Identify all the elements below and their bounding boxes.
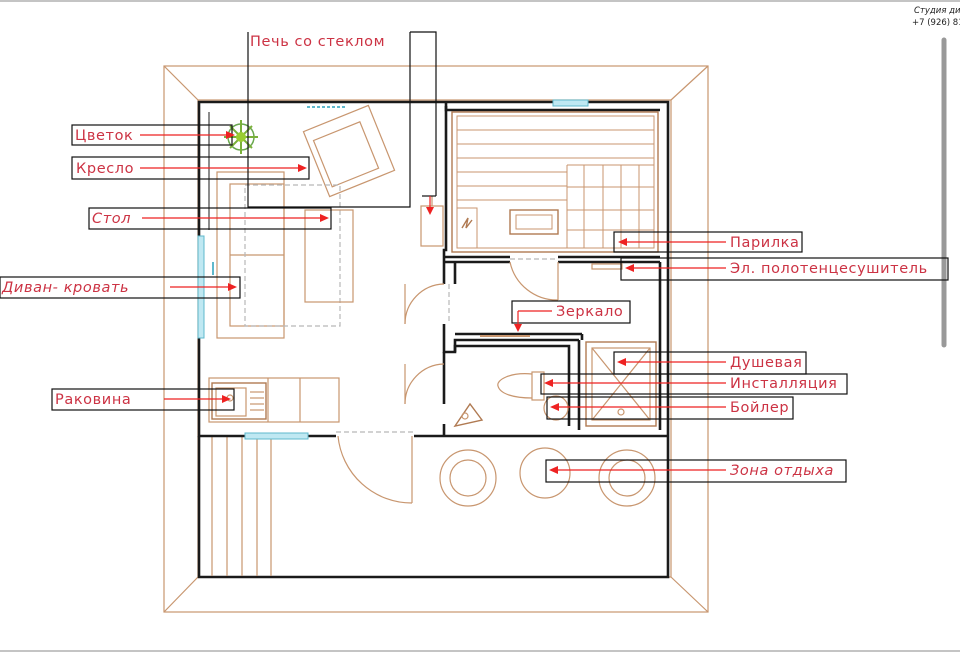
label-towel: Эл. полотенцесушитель bbox=[620, 257, 949, 281]
lounge-chair-left bbox=[439, 449, 497, 507]
corner-sink-shape bbox=[453, 402, 484, 428]
window-bottom bbox=[244, 432, 309, 440]
label-table-text: Стол bbox=[92, 211, 131, 227]
boiler-shape bbox=[543, 395, 569, 421]
kitchen-counter bbox=[208, 377, 340, 423]
label-install-text: Инсталляция bbox=[730, 376, 838, 392]
terrace-deck bbox=[197, 436, 670, 579]
label-stove-text: Печь со стеклом bbox=[250, 34, 385, 50]
label-flower: Цветок bbox=[71, 124, 235, 146]
label-mirror: Зеркало bbox=[511, 300, 631, 332]
label-shower: Душевая bbox=[613, 351, 807, 375]
sauna-benches bbox=[420, 111, 659, 253]
exterior-walls bbox=[197, 100, 670, 438]
toilet-shape bbox=[497, 371, 545, 401]
label-boiler-text: Бойлер bbox=[730, 400, 789, 416]
studio-stamp-phone: +7 (926) 816 bbox=[912, 18, 960, 28]
studio-stamp-name: Студия ди bbox=[914, 6, 960, 16]
label-towel-text: Эл. полотенцесушитель bbox=[730, 261, 928, 277]
label-mirror-text: Зеркало bbox=[556, 304, 623, 320]
shower-tray bbox=[585, 341, 657, 427]
doors bbox=[336, 258, 559, 504]
label-rest: Зона отдыха bbox=[545, 459, 847, 483]
label-armchair: Кресло bbox=[71, 156, 310, 180]
label-table: Стол bbox=[88, 207, 332, 230]
label-sauna-text: Парилка bbox=[730, 235, 800, 251]
interior-walls bbox=[442, 102, 662, 436]
label-sink-text: Раковина bbox=[55, 392, 131, 408]
window-top bbox=[552, 99, 589, 107]
flower-shape bbox=[224, 120, 258, 154]
label-stove: Печь со стеклом bbox=[247, 31, 437, 215]
armchair-shape bbox=[302, 104, 396, 198]
label-sofa-text: Диван- кровать bbox=[1, 280, 129, 296]
sofa-bed-shape bbox=[216, 171, 341, 339]
label-install: Инсталляция bbox=[540, 373, 848, 395]
towel-rail-shape bbox=[591, 263, 623, 270]
label-flower-text: Цветок bbox=[75, 128, 133, 144]
label-sofa: Диван- кровать bbox=[0, 276, 241, 299]
table-shape bbox=[304, 209, 354, 303]
label-shower-text: Душевая bbox=[730, 355, 802, 371]
label-armchair-text: Кресло bbox=[76, 161, 134, 177]
lounge-table bbox=[519, 447, 571, 499]
label-sink: Раковина bbox=[51, 388, 235, 411]
label-sauna: Парилка bbox=[613, 231, 803, 253]
label-rest-text: Зона отдыха bbox=[730, 463, 834, 479]
label-boiler: Бойлер bbox=[546, 396, 794, 420]
lounge-chair-right bbox=[598, 449, 656, 507]
